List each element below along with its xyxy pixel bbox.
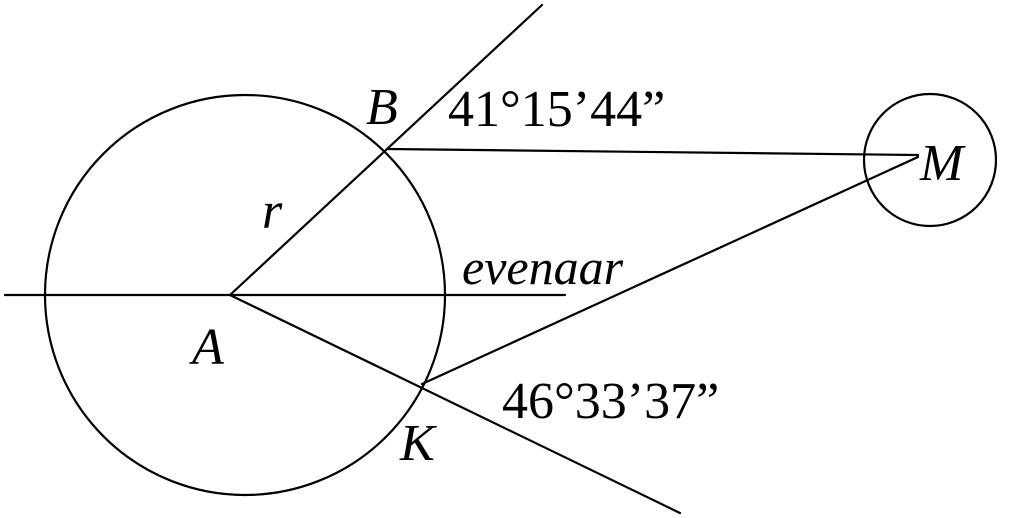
label-k: K [399, 415, 437, 472]
sightline-bm [386, 147, 920, 157]
angle-at-b: 41°15’44” [448, 81, 665, 138]
label-radius: r [262, 183, 283, 240]
sightline-km [420, 155, 920, 386]
label-a: A [189, 319, 224, 376]
radius-line-ab [228, 3, 544, 297]
angle-at-k: 46°33’37” [502, 373, 719, 430]
label-equator: evenaar [462, 239, 624, 295]
moon-circle [862, 92, 998, 228]
line-ak [228, 293, 682, 515]
label-b: B [366, 79, 398, 136]
label-m: M [919, 135, 966, 192]
